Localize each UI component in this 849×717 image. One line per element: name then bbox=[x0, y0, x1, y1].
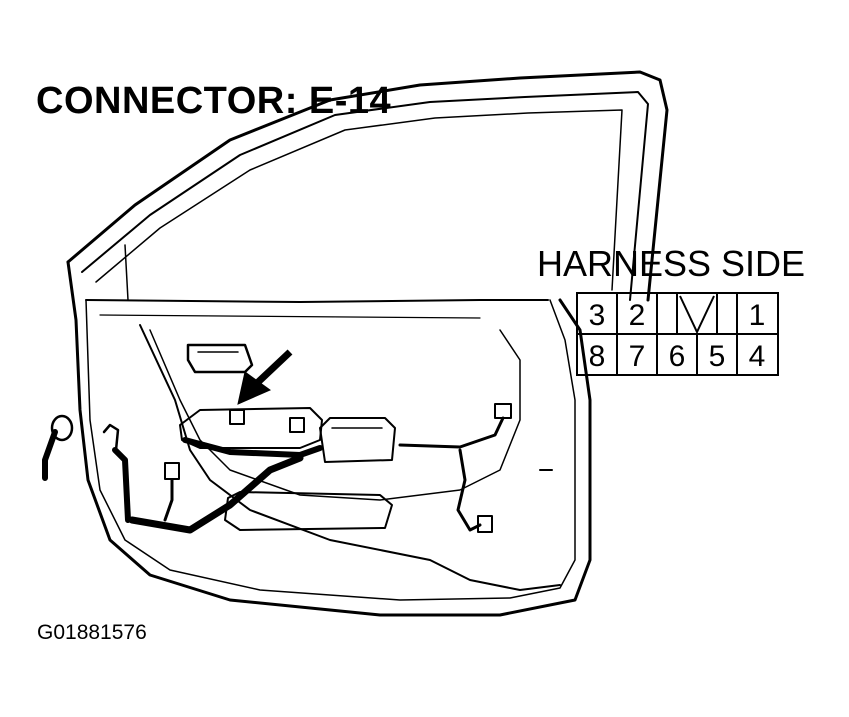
connector-a bbox=[229, 409, 245, 425]
pin-4: 4 bbox=[749, 340, 766, 373]
connector-e bbox=[477, 515, 493, 533]
pin-3: 3 bbox=[589, 299, 606, 332]
pin-7: 7 bbox=[629, 340, 646, 373]
pin-8: 8 bbox=[589, 340, 606, 373]
pointer-arrow bbox=[237, 349, 293, 405]
pin-2: 2 bbox=[629, 299, 646, 332]
figure-id: G01881576 bbox=[37, 621, 147, 644]
connector-pinout: 3 2 1 8 7 6 5 4 bbox=[576, 292, 779, 376]
connector-d bbox=[494, 403, 512, 419]
wire-harness-main bbox=[128, 454, 304, 534]
inner-handle bbox=[186, 343, 254, 374]
armrest bbox=[319, 417, 396, 463]
pin-1: 1 bbox=[749, 299, 766, 332]
window-frame-outer bbox=[66, 70, 669, 302]
connector-c bbox=[164, 462, 180, 480]
connector-title: CONNECTOR: E-14 bbox=[36, 80, 392, 122]
pin-5: 5 bbox=[709, 340, 726, 373]
key-notch-icon bbox=[679, 295, 715, 335]
door-outer-edge bbox=[66, 260, 592, 617]
grommet-left bbox=[50, 414, 74, 442]
door-trim-panel bbox=[139, 324, 561, 591]
door-pocket bbox=[224, 491, 393, 531]
connector-b bbox=[289, 417, 305, 433]
harness-side-label: HARNESS SIDE bbox=[537, 243, 806, 284]
window-frame-inner bbox=[81, 91, 649, 301]
pin-6: 6 bbox=[669, 340, 686, 373]
